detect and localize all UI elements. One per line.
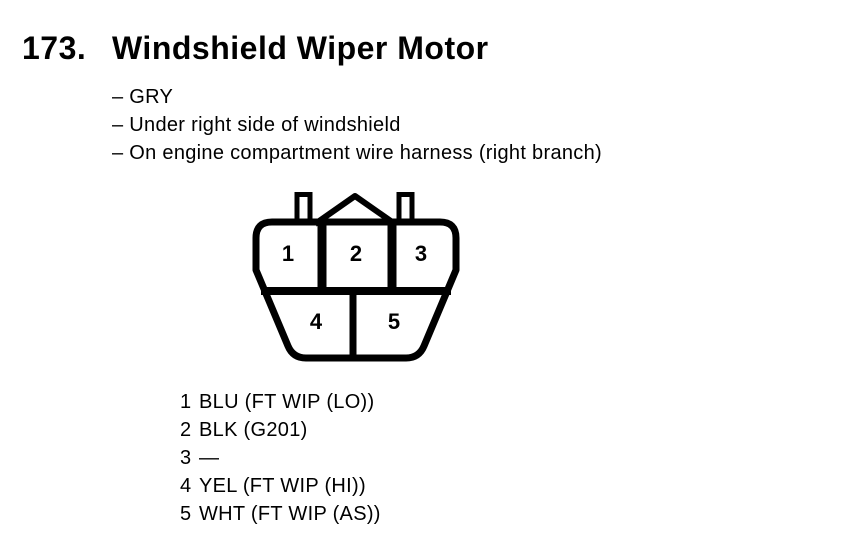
pinout-row: 5 WHT (FT WIP (AS)) [180, 500, 381, 528]
connector-outline [252, 218, 460, 362]
pin-label: BLU (FT WIP (LO)) [199, 391, 375, 413]
pinout-list: 1 BLU (FT WIP (LO)) 2 BLK (G201) 3 — 4 Y… [180, 388, 381, 528]
connector-pin-number-3: 3 [415, 241, 427, 266]
connector-pin-number-4: 4 [310, 309, 323, 334]
connector-tab-left [294, 192, 313, 225]
section-header: 173. Windshield Wiper Motor [0, 30, 864, 72]
pinout-row: 3 — [180, 444, 381, 472]
pin-label: YEL (FT WIP (HI)) [199, 475, 366, 497]
pin-number: 2 [180, 419, 192, 441]
connector-tab-right [396, 192, 415, 225]
pinout-row: 2 BLK (G201) [180, 416, 381, 444]
connector-peak [313, 193, 397, 227]
page-title: Windshield Wiper Motor [112, 30, 489, 66]
pin-number: 5 [180, 503, 192, 525]
pin-label: WHT (FT WIP (AS)) [199, 503, 381, 525]
connector-pin-number-1: 1 [282, 241, 294, 266]
note-line: – Under right side of windshield [112, 114, 401, 136]
pin-number: 3 [180, 447, 192, 469]
pin-number: 1 [180, 391, 192, 413]
note-line: – GRY [112, 86, 174, 108]
connector-notes: – GRY – Under right side of windshield –… [112, 83, 602, 167]
connector-pin-number-2: 2 [350, 241, 362, 266]
pin-label: — [199, 447, 220, 469]
pinout-row: 4 YEL (FT WIP (HI)) [180, 472, 381, 500]
connector-pin-number-5: 5 [388, 309, 400, 334]
pinout-row: 1 BLU (FT WIP (LO)) [180, 388, 381, 416]
connector-diagram: 1 2 3 4 5 [252, 192, 460, 362]
section-number: 173. [22, 30, 87, 66]
pin-label: BLK (G201) [199, 419, 308, 441]
note-line: – On engine compartment wire harness (ri… [112, 142, 602, 164]
pin-number: 4 [180, 475, 192, 497]
